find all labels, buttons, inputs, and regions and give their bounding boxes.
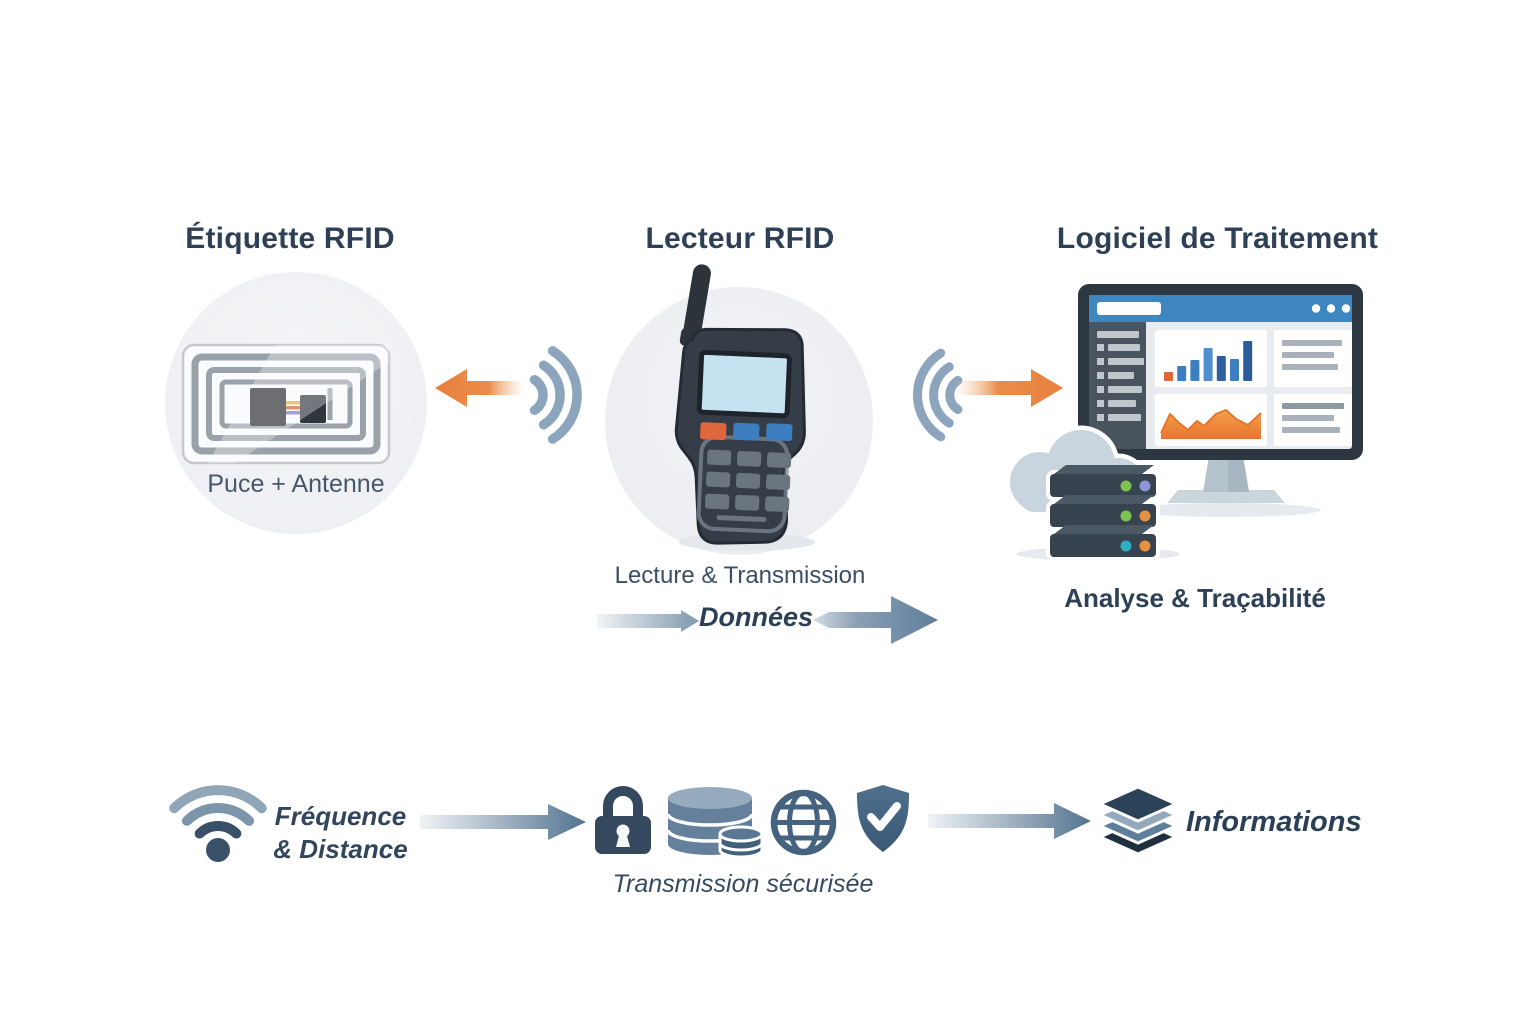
arrow-right-orange-icon — [955, 369, 1063, 407]
rfid-tag-illustration — [181, 343, 391, 465]
flow-arrow-1-icon — [420, 804, 586, 840]
shield-check-icon — [857, 785, 909, 852]
frequency-distance-label: Fréquence & Distance — [273, 801, 408, 864]
tag-title: Étiquette RFID — [185, 222, 395, 255]
informations-label: Informations — [1186, 806, 1362, 838]
layers-icon — [1098, 786, 1178, 856]
tag-caption: Puce + Antenne — [207, 470, 385, 498]
wifi-waves-right-icon — [913, 348, 963, 442]
globe-icon — [770, 789, 837, 856]
data-flow-arrow-small-icon — [597, 610, 699, 632]
database-icon — [666, 787, 763, 859]
arrow-left-orange-icon — [435, 369, 525, 407]
secure-transmission-label: Transmission sécurisée — [612, 870, 874, 898]
reader-title: Lecteur RFID — [645, 222, 835, 255]
wifi-waves-left-icon — [529, 346, 582, 444]
reader-caption: Lecture & Transmission — [614, 562, 866, 589]
cloud-server-illustration — [1005, 425, 1180, 561]
wifi-signal-icon — [169, 785, 267, 862]
monitor-dashboard-illustration — [1078, 284, 1363, 517]
software-caption: Analyse & Traçabilité — [1064, 583, 1326, 613]
flow-arrow-2-icon — [928, 803, 1091, 839]
server-stack-icon — [1046, 465, 1160, 561]
data-flow-label: Données — [699, 602, 814, 632]
software-title: Logiciel de Traitement — [1056, 222, 1379, 255]
data-flow-arrow-large-icon — [813, 596, 938, 644]
lock-icon — [595, 786, 651, 854]
rfid-reader-illustration — [674, 264, 815, 551]
